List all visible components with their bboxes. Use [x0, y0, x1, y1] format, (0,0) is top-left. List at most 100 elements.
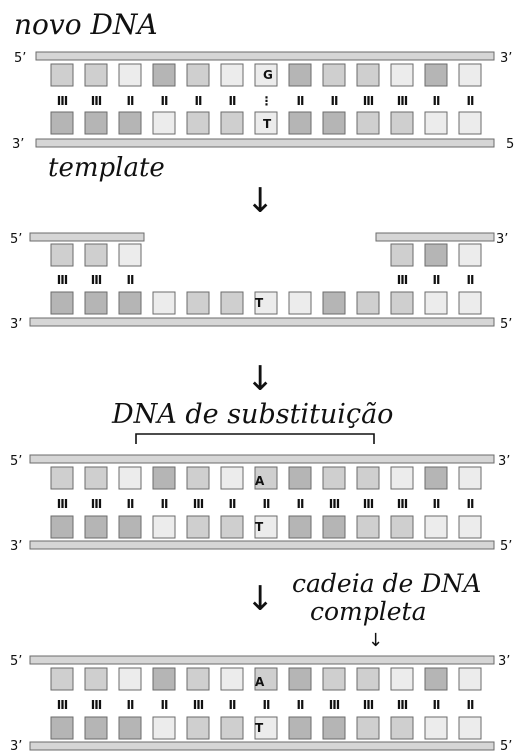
- bottom-strand: [29, 540, 495, 550]
- nucleotide-box: [50, 63, 74, 87]
- label-complete-strand: cadeia de DNA: [292, 569, 481, 598]
- bond-mark: II: [297, 94, 304, 108]
- nucleotide-boxes: [50, 63, 482, 740]
- nucleotide-box: [458, 243, 482, 267]
- top-strand: [29, 655, 495, 665]
- nucleotide-box: [186, 667, 210, 691]
- nucleotide-box: [458, 63, 482, 87]
- label-template: template: [48, 153, 165, 183]
- nucleotide-box: [220, 291, 244, 315]
- nucleotide-box: [288, 63, 312, 87]
- nucleotide-box: [356, 716, 380, 740]
- nucleotide-box: [356, 515, 380, 539]
- nucleotide-box: [84, 667, 108, 691]
- nucleotide-box: [50, 515, 74, 539]
- panel2-right-3prime: 3’: [496, 232, 508, 247]
- panel2-left-3prime: 3’: [10, 317, 22, 332]
- nucleotide-box: [288, 667, 312, 691]
- nucleotide-box: [220, 515, 244, 539]
- nucleotide-box: [424, 716, 448, 740]
- bond-mark: ⋮: [261, 94, 272, 108]
- nucleotide-box: [424, 515, 448, 539]
- nucleotide-box: [50, 243, 74, 267]
- bond-mark: II: [263, 698, 270, 712]
- panel2-right-5prime: 5’: [500, 317, 512, 332]
- nucleotide-box: [458, 667, 482, 691]
- nucleotide-box: [152, 63, 176, 87]
- nucleotide-box: [390, 716, 414, 740]
- nucleotide-box: [84, 111, 108, 135]
- nucleotide-box: [118, 515, 142, 539]
- top-strand-right: [375, 232, 495, 242]
- bond-mark: II: [127, 698, 134, 712]
- bond-mark: II: [229, 698, 236, 712]
- nucleotide-box: [390, 466, 414, 490]
- bond-mark: II: [433, 273, 440, 287]
- nucleotide-box: [50, 466, 74, 490]
- bond-mark: II: [229, 94, 236, 108]
- bond-mark: III: [329, 497, 340, 511]
- top-strand-left: [29, 232, 145, 242]
- nucleotide-box: [390, 291, 414, 315]
- down-arrow-icon: ↓: [246, 181, 275, 221]
- panel4-right-5prime: 5’: [500, 739, 512, 754]
- down-arrow-icon: ↓: [246, 579, 275, 619]
- bond-mark: II: [195, 94, 202, 108]
- nucleotide-box: [152, 111, 176, 135]
- bond-mark: II: [433, 497, 440, 511]
- nucleotide-box: [322, 515, 346, 539]
- bond-mark: III: [91, 698, 102, 712]
- top-strand: [29, 454, 495, 464]
- bond-mark: II: [331, 94, 338, 108]
- panel1-base-g: G: [263, 68, 273, 82]
- panel3-base-t: T: [255, 520, 264, 534]
- bond-mark: II: [467, 94, 474, 108]
- bond-mark: III: [91, 273, 102, 287]
- nucleotide-box: [186, 111, 210, 135]
- bond-mark: II: [467, 273, 474, 287]
- nucleotide-box: [322, 291, 346, 315]
- nucleotide-box: [458, 716, 482, 740]
- nucleotide-box: [186, 466, 210, 490]
- bond-mark: III: [91, 94, 102, 108]
- nucleotide-box: [458, 111, 482, 135]
- bond-mark: II: [161, 94, 168, 108]
- replacement-bracket: [135, 433, 375, 444]
- nucleotide-box: [50, 111, 74, 135]
- nucleotide-box: [186, 716, 210, 740]
- small-down-arrow-icon: ↓: [368, 630, 383, 651]
- nucleotide-box: [84, 466, 108, 490]
- bond-mark: II: [297, 497, 304, 511]
- panel3-base-a: A: [255, 474, 265, 488]
- nucleotide-box: [424, 291, 448, 315]
- panel4-left-3prime: 3’: [10, 739, 22, 754]
- panel3-left-3prime: 3’: [10, 539, 22, 554]
- nucleotide-box: [50, 667, 74, 691]
- nucleotide-box: [118, 111, 142, 135]
- bond-mark: II: [127, 273, 134, 287]
- nucleotide-box: [424, 667, 448, 691]
- nucleotide-box: [152, 291, 176, 315]
- nucleotide-box: [186, 515, 210, 539]
- nucleotide-box: [288, 716, 312, 740]
- bond-mark: III: [57, 698, 68, 712]
- bond-mark: III: [397, 698, 408, 712]
- nucleotide-box: [254, 111, 278, 135]
- panel4-base-a: A: [255, 675, 265, 689]
- bond-mark: III: [363, 698, 374, 712]
- nucleotide-box: [322, 63, 346, 87]
- dna-strands: [29, 51, 495, 751]
- nucleotide-box: [322, 466, 346, 490]
- nucleotide-box: [254, 515, 278, 539]
- nucleotide-box: [220, 63, 244, 87]
- bond-mark: III: [57, 94, 68, 108]
- label-new-dna: novo DNA: [14, 8, 158, 41]
- nucleotide-box: [390, 111, 414, 135]
- bond-mark: III: [193, 497, 204, 511]
- nucleotide-box: [288, 291, 312, 315]
- nucleotide-box: [288, 111, 312, 135]
- nucleotide-box: [50, 716, 74, 740]
- panel4-right-3prime: 3’: [498, 654, 510, 669]
- nucleotide-box: [254, 291, 278, 315]
